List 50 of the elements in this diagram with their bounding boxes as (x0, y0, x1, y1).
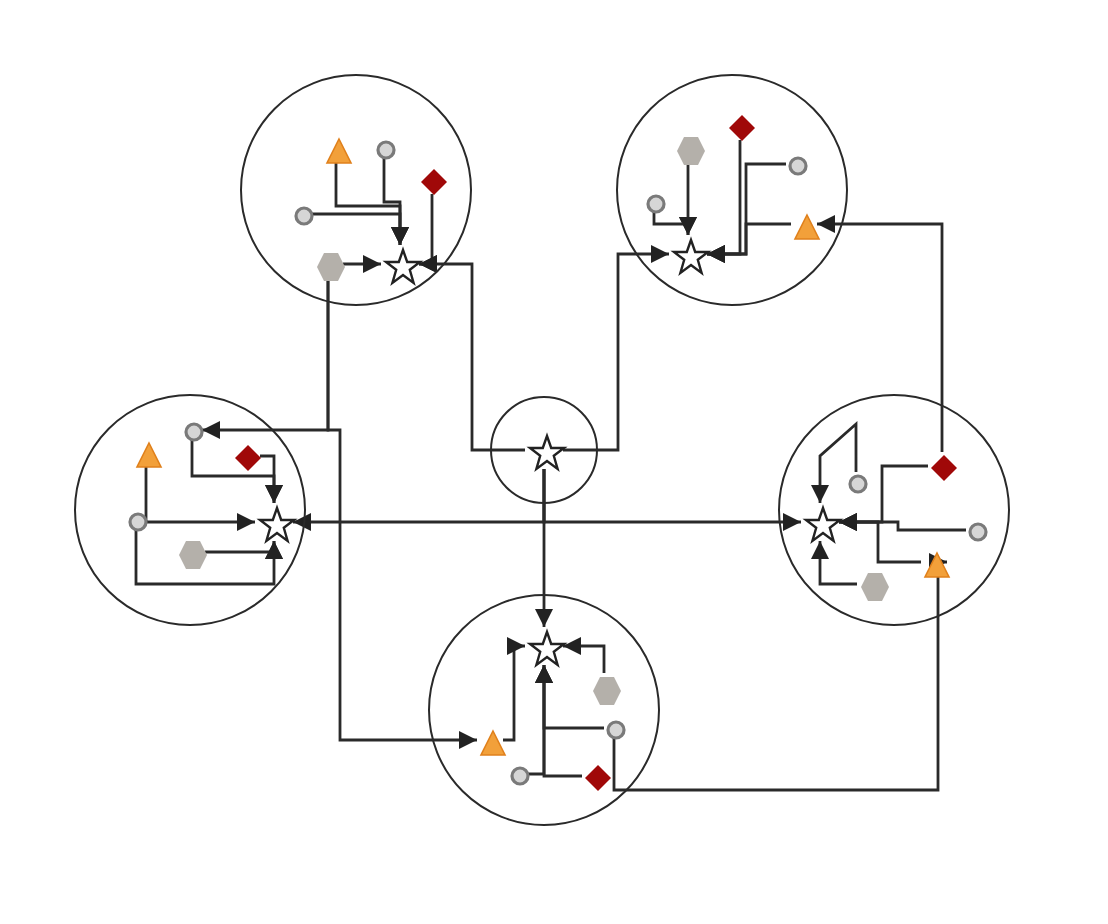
dot-marker (788, 156, 808, 176)
arrow (811, 541, 857, 586)
dot-marker (848, 474, 868, 494)
arrow (205, 541, 283, 559)
arrow (839, 513, 921, 564)
arrow (811, 420, 858, 503)
dot-marker (294, 206, 314, 226)
arrow (419, 255, 525, 452)
triangle-marker (923, 551, 949, 577)
dot-marker (968, 522, 988, 542)
triangle-marker (793, 213, 819, 239)
dot-marker (376, 140, 396, 160)
hexagon-marker (591, 675, 621, 705)
arrow (312, 212, 409, 245)
star-marker (527, 629, 565, 667)
star-marker (383, 247, 421, 285)
dot-marker (184, 422, 204, 442)
diamond-marker (420, 168, 448, 196)
arrow (563, 637, 606, 673)
diamond-marker (728, 114, 756, 142)
arrow (503, 637, 525, 742)
arrow (144, 465, 255, 531)
arrow (707, 222, 791, 263)
hexagon-marker (177, 539, 207, 569)
star-marker (803, 505, 841, 543)
diamond-marker (930, 454, 958, 482)
hexagon-marker (675, 135, 705, 165)
arrow (535, 665, 582, 778)
arrow (817, 215, 944, 452)
dot-marker (646, 194, 666, 214)
arrow (535, 469, 553, 627)
triangle-marker (325, 137, 351, 163)
star-marker (527, 433, 565, 471)
arrow (563, 245, 669, 452)
dot-marker (128, 512, 148, 532)
diamond-marker (234, 444, 262, 472)
arrow (260, 454, 283, 503)
star-marker (671, 237, 709, 275)
arrow (612, 553, 947, 792)
hexagon-marker (315, 251, 345, 281)
arrow (652, 212, 697, 235)
triangle-marker (135, 441, 161, 467)
arrow (343, 255, 381, 273)
dot-marker (510, 766, 530, 786)
dot-marker (606, 720, 626, 740)
star-marker (257, 505, 295, 543)
arrow (326, 279, 477, 749)
hexagon-marker (859, 571, 889, 601)
diamond-marker (584, 764, 612, 792)
triangle-marker (479, 729, 505, 755)
